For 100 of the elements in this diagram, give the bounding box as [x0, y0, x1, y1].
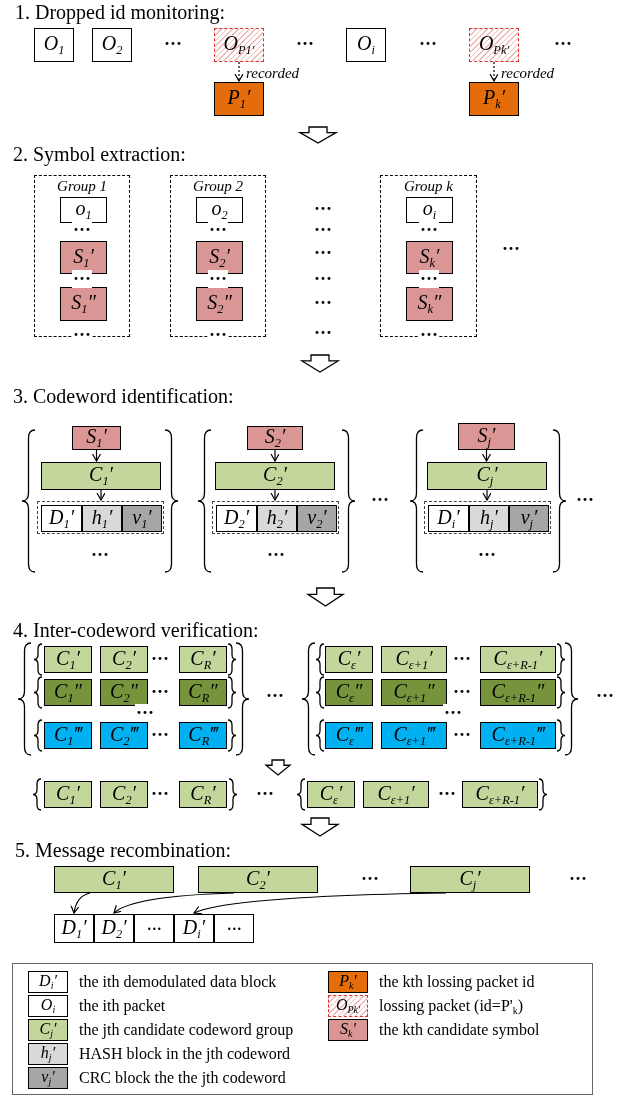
edge-label: recorded [501, 66, 555, 81]
symbol-label: C$_{ε+1}$′ [377, 782, 415, 807]
block-box [346, 28, 386, 62]
block-box [41, 505, 82, 532]
symbol-label: C$_{ε+1}$‴ [393, 723, 435, 748]
codeword-box [179, 781, 227, 808]
legend-swatch [28, 1067, 68, 1089]
symbol-label: O$_{Pk′}$ [335, 997, 361, 1015]
symbol-label: D$_{1}$′ [61, 916, 87, 941]
symbol-label: C$_{2}$′ [112, 782, 136, 807]
symbol-label: S$_{1}$″ [71, 292, 96, 316]
symbol-label: o$_{i}$ [422, 198, 437, 222]
codeword-box [480, 679, 556, 706]
symbol-box [406, 241, 453, 274]
arrow [70, 892, 91, 914]
symbol-label: v$_{j}$′ [520, 506, 538, 531]
symbol-label: C$_{j}$′ [476, 464, 498, 488]
codeword-box [54, 866, 174, 893]
codeword-frame [424, 501, 551, 534]
symbol-label: h$_{j}$′ [480, 506, 498, 531]
codeword-box [363, 781, 429, 808]
symbol-label: C$_{ε+R-1}$′ [493, 647, 543, 672]
codeword-box [179, 722, 227, 749]
symbol-label: ··· [226, 918, 242, 939]
symbol-box [60, 287, 107, 321]
symbol-label: O$_{2}$ [101, 33, 123, 57]
symbol-label: C$_{1}$′ [89, 464, 113, 488]
symbol-label: o$_{1}$ [75, 198, 92, 222]
codeword-box [307, 781, 355, 808]
codeword-box [480, 646, 556, 673]
codeword-box [325, 679, 373, 706]
symbol-label: C$_{2}$′ [112, 647, 136, 672]
arrow [481, 449, 492, 462]
symbol-box [458, 423, 515, 450]
symbol-label: S$_{k}$′ [419, 245, 440, 270]
symbol-label: C$_{ε+1}$″ [393, 680, 435, 705]
codeword-box [100, 646, 148, 673]
symbol-label: P$_{1}$′ [227, 87, 251, 111]
codeword-box [381, 679, 447, 706]
symbol-label: S$_{2}$″ [207, 292, 232, 316]
symbol-label: v$_{2}$′ [307, 506, 327, 531]
arrow [91, 449, 102, 462]
symbol-label: C$_{ε}$′ [337, 647, 361, 672]
section-heading: 1. Dropped id monitoring: [15, 2, 225, 22]
symbol-label: O$_{Pk′}$ [478, 33, 510, 57]
arrow [234, 61, 244, 82]
legend-swatch [28, 971, 68, 993]
symbol-label: C$_{ε}$″ [335, 680, 363, 705]
symbol-label: C$_{2}$‴ [110, 723, 138, 748]
symbol-label: C$_{j}$′ [459, 867, 481, 892]
symbol-box [196, 241, 243, 274]
symbol-box [72, 426, 121, 450]
symbol-label: h$_{1}$′ [91, 506, 113, 531]
arrow [489, 61, 499, 82]
packet-id-box [469, 82, 519, 116]
symbol-label: h$_{2}$′ [266, 506, 288, 531]
symbol-label: S$_{1}$′ [73, 245, 94, 270]
codeword-frame [212, 501, 339, 534]
symbol-box [60, 241, 107, 274]
symbol-label: S$_{2}$′ [264, 426, 286, 450]
legend-swatch [328, 1019, 368, 1041]
legend-swatch [328, 995, 368, 1017]
symbol-label: C$_{R}$′ [190, 782, 216, 807]
block-box [94, 914, 134, 943]
section-heading: 3. Codeword identification: [13, 386, 234, 406]
lost-packet-box [469, 28, 519, 62]
legend-swatch [28, 1019, 68, 1041]
ellipsis: ··· [208, 270, 228, 288]
crc-block [297, 505, 337, 532]
symbol-label: C$_{ε+1}$′ [395, 647, 433, 672]
symbol-label: C$_{R}$″ [188, 680, 218, 705]
symbol-label: C$_{ε+R-1}$‴ [491, 723, 545, 748]
legend-text: the kth candidate symbol [379, 1022, 540, 1038]
symbol-label: C$_{1}$′ [56, 782, 80, 807]
block-box [92, 28, 132, 62]
symbol-label: h$_{j}$′ [40, 1045, 56, 1063]
symbol-box [406, 287, 453, 321]
symbol-label: P$_{k}$′ [339, 973, 357, 991]
symbol-label: S$_{1}$′ [86, 426, 107, 450]
symbol-label: C$_{ε+R-1}$″ [491, 680, 545, 705]
symbol-label: S$_{2}$′ [209, 245, 230, 270]
symbol-label: D$_{i}$′ [39, 973, 57, 991]
hash-block [82, 505, 122, 532]
codeword-box [44, 679, 92, 706]
codeword-frame [37, 501, 164, 534]
block-box [196, 197, 243, 223]
codeword-box [44, 722, 92, 749]
symbol-label: o$_{2}$ [211, 198, 228, 222]
symbol-label: C$_{2}$′ [263, 464, 287, 488]
symbol-label: P$_{k}$′ [482, 87, 506, 111]
symbol-label: D$_{i}$′ [437, 506, 460, 531]
codeword-box [44, 781, 92, 808]
section-heading: 2. Symbol extraction: [13, 144, 186, 164]
arrow [96, 489, 106, 501]
symbol-label: O$_{i}$ [357, 33, 375, 57]
codeword-box [179, 646, 227, 673]
arrow [482, 489, 492, 501]
codeword-box [410, 866, 530, 893]
ellipsis: ··· [72, 270, 92, 288]
symbol-label: v$_{j}$′ [41, 1069, 55, 1087]
